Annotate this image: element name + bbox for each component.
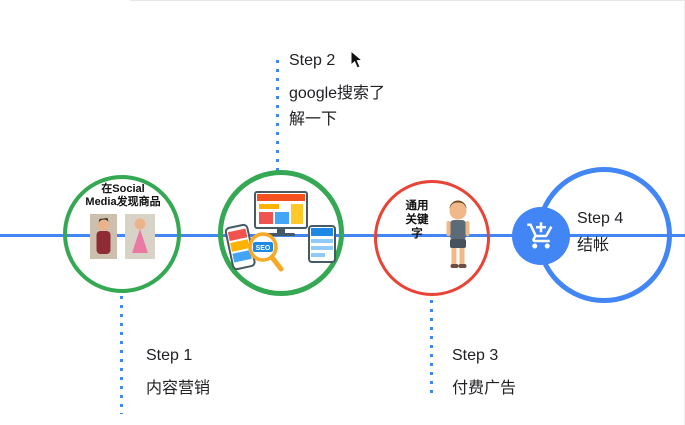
step4-description: 结帐 xyxy=(577,237,610,254)
step2-description-line2: 解一下 xyxy=(289,111,338,128)
step4-label: Step 4 xyxy=(577,210,624,227)
tablet-icon xyxy=(308,225,336,263)
step1-caption-line1: 在Social xyxy=(101,183,145,195)
step3-person-illustration xyxy=(441,198,475,275)
step1-social-photos xyxy=(90,214,155,259)
checkout-badge xyxy=(512,207,570,265)
desktop-monitor-icon xyxy=(254,191,308,236)
step3-circle xyxy=(374,180,490,296)
step3-text: Step 3 付费广告 xyxy=(452,343,516,402)
step2-text-gap xyxy=(289,74,385,81)
step1-dotted-connector xyxy=(120,296,123,414)
step2-devices-illustration: SEO xyxy=(224,190,337,283)
step1-text-gap xyxy=(146,369,210,376)
mouse-cursor-icon xyxy=(350,50,364,69)
customer-photo-1-icon xyxy=(90,214,117,259)
boy-icon xyxy=(446,200,470,268)
step3-circle-caption: 通用 关键 字 xyxy=(397,199,437,241)
step3-caption-line3: 字 xyxy=(411,228,423,240)
slide-top-edge xyxy=(130,0,685,1)
step1-text: Step 1 内容营销 xyxy=(146,343,210,402)
step1-description: 内容营销 xyxy=(146,380,211,397)
phone-icon xyxy=(224,223,256,271)
step2-circle xyxy=(218,170,344,296)
step2-label: Step 2 xyxy=(289,52,336,69)
step1-caption-line2: Media发现商品 xyxy=(85,196,161,208)
step3-caption-line2: 关键 xyxy=(405,214,429,226)
step4-text: Step 4 结帐 xyxy=(577,205,623,259)
step1-circle-caption: 在Social Media发现商品 xyxy=(67,183,179,209)
step3-text-gap xyxy=(452,369,516,376)
add-shopping-cart-icon xyxy=(527,222,553,249)
step3-label: Step 3 xyxy=(452,347,499,364)
customer-photo-2-icon xyxy=(125,214,155,259)
step2-dotted-connector xyxy=(276,60,279,172)
step3-description: 付费广告 xyxy=(452,380,517,397)
step1-label: Step 1 xyxy=(146,347,193,364)
seo-magnifier-icon: SEO xyxy=(248,232,284,272)
seo-label: SEO xyxy=(256,245,271,252)
devices-search-icon: SEO xyxy=(224,191,336,272)
step2-text: Step 2 google搜索了 解一下 xyxy=(289,48,385,133)
step3-dotted-connector xyxy=(430,300,433,398)
step1-circle xyxy=(63,175,181,293)
step2-description-line1: google搜索了 xyxy=(289,85,386,102)
step3-caption-line1: 通用 xyxy=(405,200,429,212)
